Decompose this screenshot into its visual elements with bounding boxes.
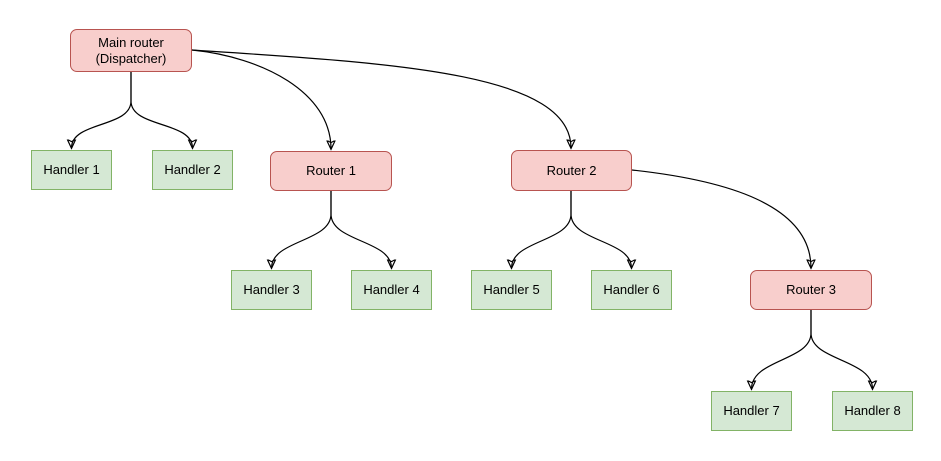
edge-main-router-to-router-2 <box>191 49 571 148</box>
node-label: Router 2 <box>546 162 597 178</box>
node-label: Handler 6 <box>603 282 660 297</box>
node-handler-6: Handler 6 <box>591 270 672 310</box>
node-main-router: Main router (Dispatcher) <box>70 29 192 72</box>
node-label: Handler 1 <box>43 162 100 177</box>
edge-main-router-to-handler-1 <box>72 72 132 148</box>
edge-router-2-to-handler-6 <box>570 191 632 268</box>
node-label: Handler 5 <box>483 282 540 297</box>
node-label: Handler 7 <box>723 403 780 418</box>
node-handler-5: Handler 5 <box>471 270 552 310</box>
edge-main-router-to-router-1 <box>191 49 331 149</box>
node-label: Handler 2 <box>164 162 221 177</box>
edge-router-2-to-handler-5 <box>512 191 572 268</box>
node-label-line2: (Dispatcher) <box>95 50 167 66</box>
node-label: Handler 3 <box>243 282 300 297</box>
edge-router-3-to-handler-7 <box>752 310 812 389</box>
node-handler-8: Handler 8 <box>832 391 913 431</box>
node-label: Router 1 <box>306 163 356 178</box>
edge-router-1-to-handler-4 <box>330 191 392 268</box>
edge-main-router-to-handler-2 <box>130 72 193 148</box>
node-handler-1: Handler 1 <box>31 150 112 190</box>
node-handler-7: Handler 7 <box>711 391 792 431</box>
node-handler-4: Handler 4 <box>351 270 432 310</box>
node-router-2: Router 2 <box>511 150 632 191</box>
node-router-1: Router 1 <box>270 151 392 191</box>
edge-router-1-to-handler-3 <box>272 191 332 268</box>
node-handler-3: Handler 3 <box>231 270 312 310</box>
edge-router-3-to-handler-8 <box>810 310 873 389</box>
node-label: Router 3 <box>786 282 836 297</box>
node-label-line1: Main router <box>98 34 164 50</box>
node-label: Handler 8 <box>844 403 901 418</box>
node-label: Handler 4 <box>363 282 420 297</box>
node-router-3: Router 3 <box>750 270 872 310</box>
node-handler-2: Handler 2 <box>152 150 233 190</box>
edge-router-2-to-router-3 <box>631 169 811 268</box>
